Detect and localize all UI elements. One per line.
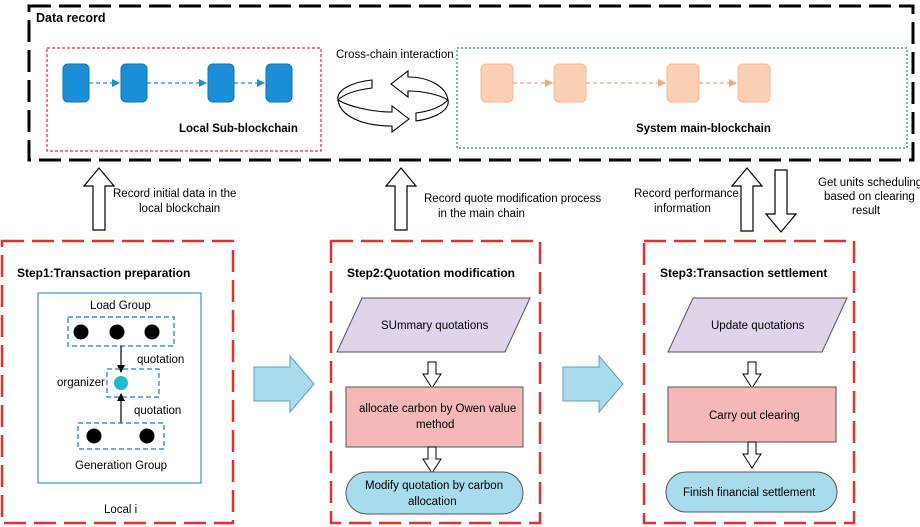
cross-chain-icon bbox=[337, 69, 449, 134]
local-sub-blockchain: Local Sub-blockchain bbox=[46, 47, 322, 152]
load-node-3 bbox=[144, 324, 160, 340]
step2-title: Step2:Quotation modification bbox=[347, 266, 515, 280]
load-group-label: Load Group bbox=[90, 300, 151, 312]
units-sched-line2: based on clearing bbox=[824, 191, 915, 203]
step1-border bbox=[0, 239, 235, 525]
step1-title: Step1:Transaction preparation bbox=[17, 266, 190, 280]
local-i-label: Local i bbox=[104, 504, 137, 516]
generation-node-1 bbox=[86, 428, 102, 444]
local-i-box bbox=[37, 292, 202, 484]
finish-settlement-terminal bbox=[665, 471, 838, 513]
summary-quotations-shape bbox=[336, 297, 531, 353]
step2-arrow-1 bbox=[422, 361, 442, 389]
data-record-title: Data record bbox=[36, 11, 105, 25]
step3-title: Step3:Transaction settlement bbox=[660, 266, 827, 280]
clearing-label: Carry out clearing bbox=[709, 410, 800, 422]
flow-arrow-step2-to-step3 bbox=[562, 354, 624, 414]
step2-border bbox=[329, 239, 542, 525]
local-sub-blockchain-label: Local Sub-blockchain bbox=[179, 123, 298, 135]
allocate-carbon-box bbox=[345, 386, 524, 448]
generation-node-2 bbox=[139, 428, 155, 444]
system-main-blockchain-label: System main-blockchain bbox=[636, 123, 771, 135]
up-arrow-step2 bbox=[384, 167, 418, 231]
up-arrow-step1 bbox=[82, 167, 116, 231]
modify-quotation-line1: Modify quotation by carbon bbox=[365, 480, 503, 492]
main-block-2 bbox=[553, 63, 587, 103]
sub-block-1 bbox=[62, 63, 90, 103]
cross-chain-label: Cross-chain interaction bbox=[336, 49, 454, 61]
load-node-1 bbox=[73, 324, 89, 340]
down-arrow-step3 bbox=[764, 169, 798, 233]
organizer-box bbox=[106, 368, 160, 398]
units-sched-line1: Get units scheduling bbox=[818, 177, 920, 189]
quotation-top-label: quotation bbox=[137, 354, 184, 366]
step3-panel: Step3:Transaction settlement Update quot… bbox=[642, 239, 856, 525]
data-record-panel: Data record Local Sub-blockchain Cross-c… bbox=[27, 4, 915, 162]
record-perf-line2: information bbox=[654, 203, 711, 215]
update-quotations-label: Update quotations bbox=[711, 320, 805, 332]
load-node-2 bbox=[109, 324, 125, 340]
system-main-blockchain: System main-blockchain bbox=[456, 47, 908, 149]
units-sched-line3: result bbox=[852, 205, 881, 217]
main-block-4 bbox=[737, 63, 771, 103]
sub-block-2 bbox=[120, 63, 148, 103]
vertical-arrows bbox=[82, 167, 798, 233]
step3-arrow-1 bbox=[742, 361, 762, 389]
data-record-border bbox=[27, 4, 915, 162]
modify-quotation-line2: allocation bbox=[408, 496, 457, 508]
system-main-blockchain-border bbox=[456, 47, 908, 149]
update-quotations-shape bbox=[667, 297, 848, 353]
organizer-node bbox=[114, 376, 128, 390]
step3-border bbox=[642, 239, 856, 525]
step2-arrow-2 bbox=[422, 446, 442, 474]
generation-group-label: Generation Group bbox=[75, 460, 167, 472]
step3-arrow-2 bbox=[742, 441, 762, 469]
generation-group-box bbox=[77, 422, 165, 450]
step1-panel: Step1:Transaction preparation Load Group… bbox=[0, 239, 235, 525]
record-quote-line1: Record quote modification process bbox=[424, 193, 601, 205]
local-sub-blockchain-border bbox=[46, 47, 322, 152]
step2-panel: Step2:Quotation modification SUmmary quo… bbox=[329, 239, 542, 525]
record-perf-line1: Record performance bbox=[634, 188, 739, 200]
organizer-label: organizer bbox=[57, 377, 105, 389]
allocate-carbon-line1: allocate carbon by Owen value bbox=[359, 403, 516, 415]
main-block-3 bbox=[666, 63, 700, 103]
allocate-carbon-line2: method bbox=[416, 419, 454, 431]
sub-block-4 bbox=[265, 63, 293, 103]
summary-quotations-label: SUmmary quotations bbox=[381, 320, 489, 332]
main-block-1 bbox=[480, 63, 514, 103]
flow-arrow-step1-to-step2 bbox=[253, 354, 315, 414]
quotation-bottom-label: quotation bbox=[134, 405, 181, 417]
record-initial-line2: local blockchain bbox=[139, 203, 220, 215]
finish-settlement-label: Finish financial settlement bbox=[683, 487, 816, 499]
up-arrow-step3 bbox=[730, 167, 764, 232]
modify-quotation-terminal bbox=[345, 471, 524, 515]
record-quote-line2: in the main chain bbox=[438, 208, 525, 220]
sub-block-3 bbox=[207, 63, 235, 103]
record-initial-line1: Record initial data in the bbox=[113, 188, 236, 200]
